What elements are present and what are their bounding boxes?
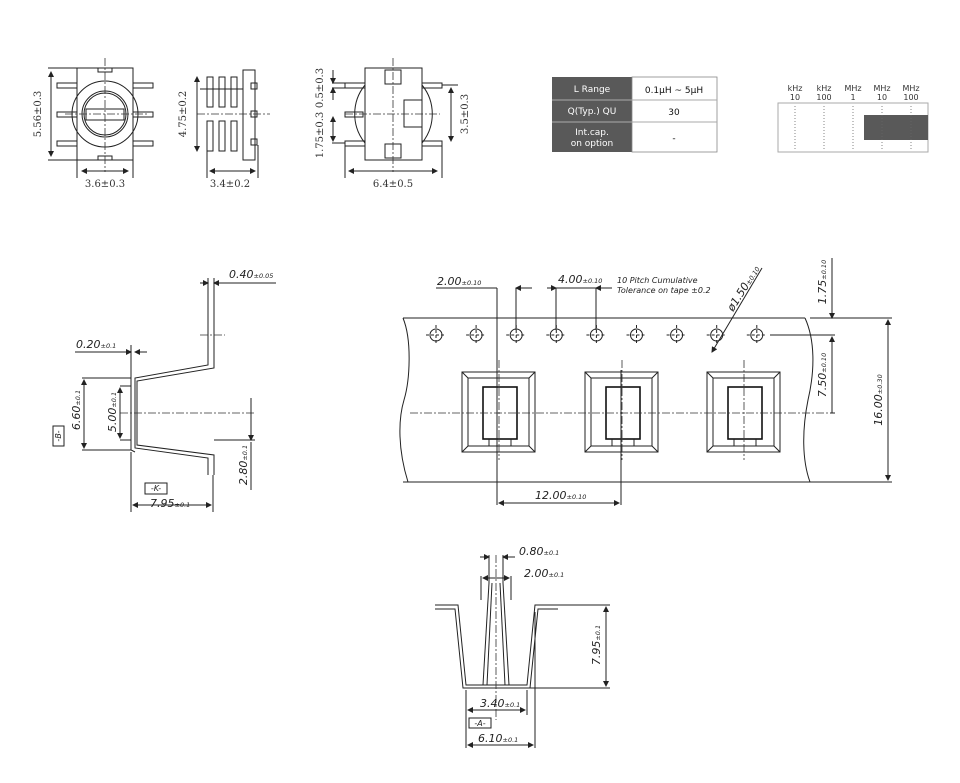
pitch-note-line2: Tolerance on tape ±0.2 [617, 286, 711, 295]
spec-table: L Range 0.1μH ~ 5μH Q(Typ.) QU 30 Int.ca… [552, 76, 718, 153]
freq-value-label: 100 [903, 93, 918, 102]
spec-label-l-range: L Range [574, 85, 611, 95]
tape-pocket [461, 360, 536, 460]
spec-value-intcap: - [672, 134, 675, 144]
freq-value-label: 1 [850, 93, 855, 102]
pitch-note-line1: 10 Pitch Cumulative [617, 276, 698, 285]
spec-label-intcap-1: Int.cap. [575, 128, 609, 138]
freq-unit-label: MHz [844, 84, 861, 93]
depth-label: 7.95±0.1 [150, 497, 190, 510]
sprocket-hole [466, 325, 487, 345]
side-view: 4.75±0.2 3.4±0.2 [178, 69, 270, 190]
tape-width-label: 16.00±0.30 [872, 374, 885, 425]
side-height-label: 4.75±0.2 [178, 91, 189, 138]
datum-a: -A- [474, 719, 485, 728]
pocket-pitch-label: 12.00±0.10 [535, 489, 586, 502]
freq-value-label: 10 [790, 93, 800, 102]
pocket-section-view: 0.40±0.05 0.20±0.1 6.60±0.1 5.00±0.1 2.8… [52, 268, 276, 512]
top-width-label: 0.80±0.1 [519, 545, 559, 558]
offset-label: 2.80±0.1 [237, 445, 250, 485]
bottom-gap-label: 0.5±0.3 [315, 68, 326, 108]
frequency-range-bar [864, 115, 928, 140]
wall-thickness-label: 0.40±0.05 [229, 268, 273, 281]
side-width-label: 3.4±0.2 [210, 179, 250, 190]
bottom-thickness-label: 0.20±0.1 [76, 338, 116, 351]
freq-unit-label: kHz [788, 84, 803, 93]
freq-value-label: 100 [816, 93, 831, 102]
bottom-width-label: 6.4±0.5 [373, 179, 413, 190]
tape-pocket [706, 360, 781, 460]
sprocket-hole [626, 325, 647, 345]
spec-value-l-range: 0.1μH ~ 5μH [645, 86, 703, 96]
freq-value-label: 10 [877, 93, 887, 102]
section-depth-label: 7.95±0.1 [590, 625, 603, 665]
hole-to-pocket-label: 2.00±0.10 [437, 275, 481, 288]
sprocket-hole [706, 325, 727, 345]
spec-label-q: Q(Typ.) QU [568, 107, 617, 117]
bottom-view: 0.5±0.3 1.75±0.3 3.5±0.3 6.4±0.5 [315, 58, 471, 190]
datum-b: -B- [54, 430, 63, 441]
hole-to-center-label: 7.50±0.10 [816, 353, 829, 397]
spec-label-intcap-2: on option [571, 139, 614, 149]
outer-height-label: 6.60±0.1 [70, 390, 83, 430]
sprocket-hole [426, 325, 446, 345]
inner-height-label: 5.00±0.1 [106, 392, 119, 432]
bottom-pitch-label: 1.75±0.3 [315, 112, 326, 159]
tape-view: 2.00±0.10 4.00±0.10 10 Pitch Cumulative … [399, 258, 892, 506]
freq-unit-label: MHz [873, 84, 890, 93]
front-view: 5.56±0.3 3.6±0.3 [33, 58, 154, 190]
section-bottom-width-label: 3.40±0.1 [480, 697, 520, 710]
freq-unit-label: MHz [902, 84, 919, 93]
section-outer-width-label: 6.10±0.1 [478, 732, 518, 745]
slot-width-label: 2.00±0.1 [524, 567, 564, 580]
front-height-label: 5.56±0.3 [33, 91, 44, 138]
hole-pitch-label: 4.00±0.10 [558, 273, 602, 286]
cross-section-view: 0.80±0.1 2.00±0.1 7.95±0.1 3.40±0.1 -A- … [435, 545, 610, 748]
front-width-label: 3.6±0.3 [85, 179, 125, 190]
bottom-height-label: 3.5±0.3 [460, 94, 471, 134]
datum-k: -K- [151, 484, 161, 493]
freq-unit-label: kHz [817, 84, 832, 93]
hole-diameter-label: ø1.50±0.10 [724, 263, 763, 314]
spec-value-q: 30 [668, 108, 680, 118]
edge-to-hole-label: 1.75±0.10 [816, 260, 829, 304]
sprocket-hole [746, 325, 767, 345]
sprocket-hole [666, 325, 687, 345]
